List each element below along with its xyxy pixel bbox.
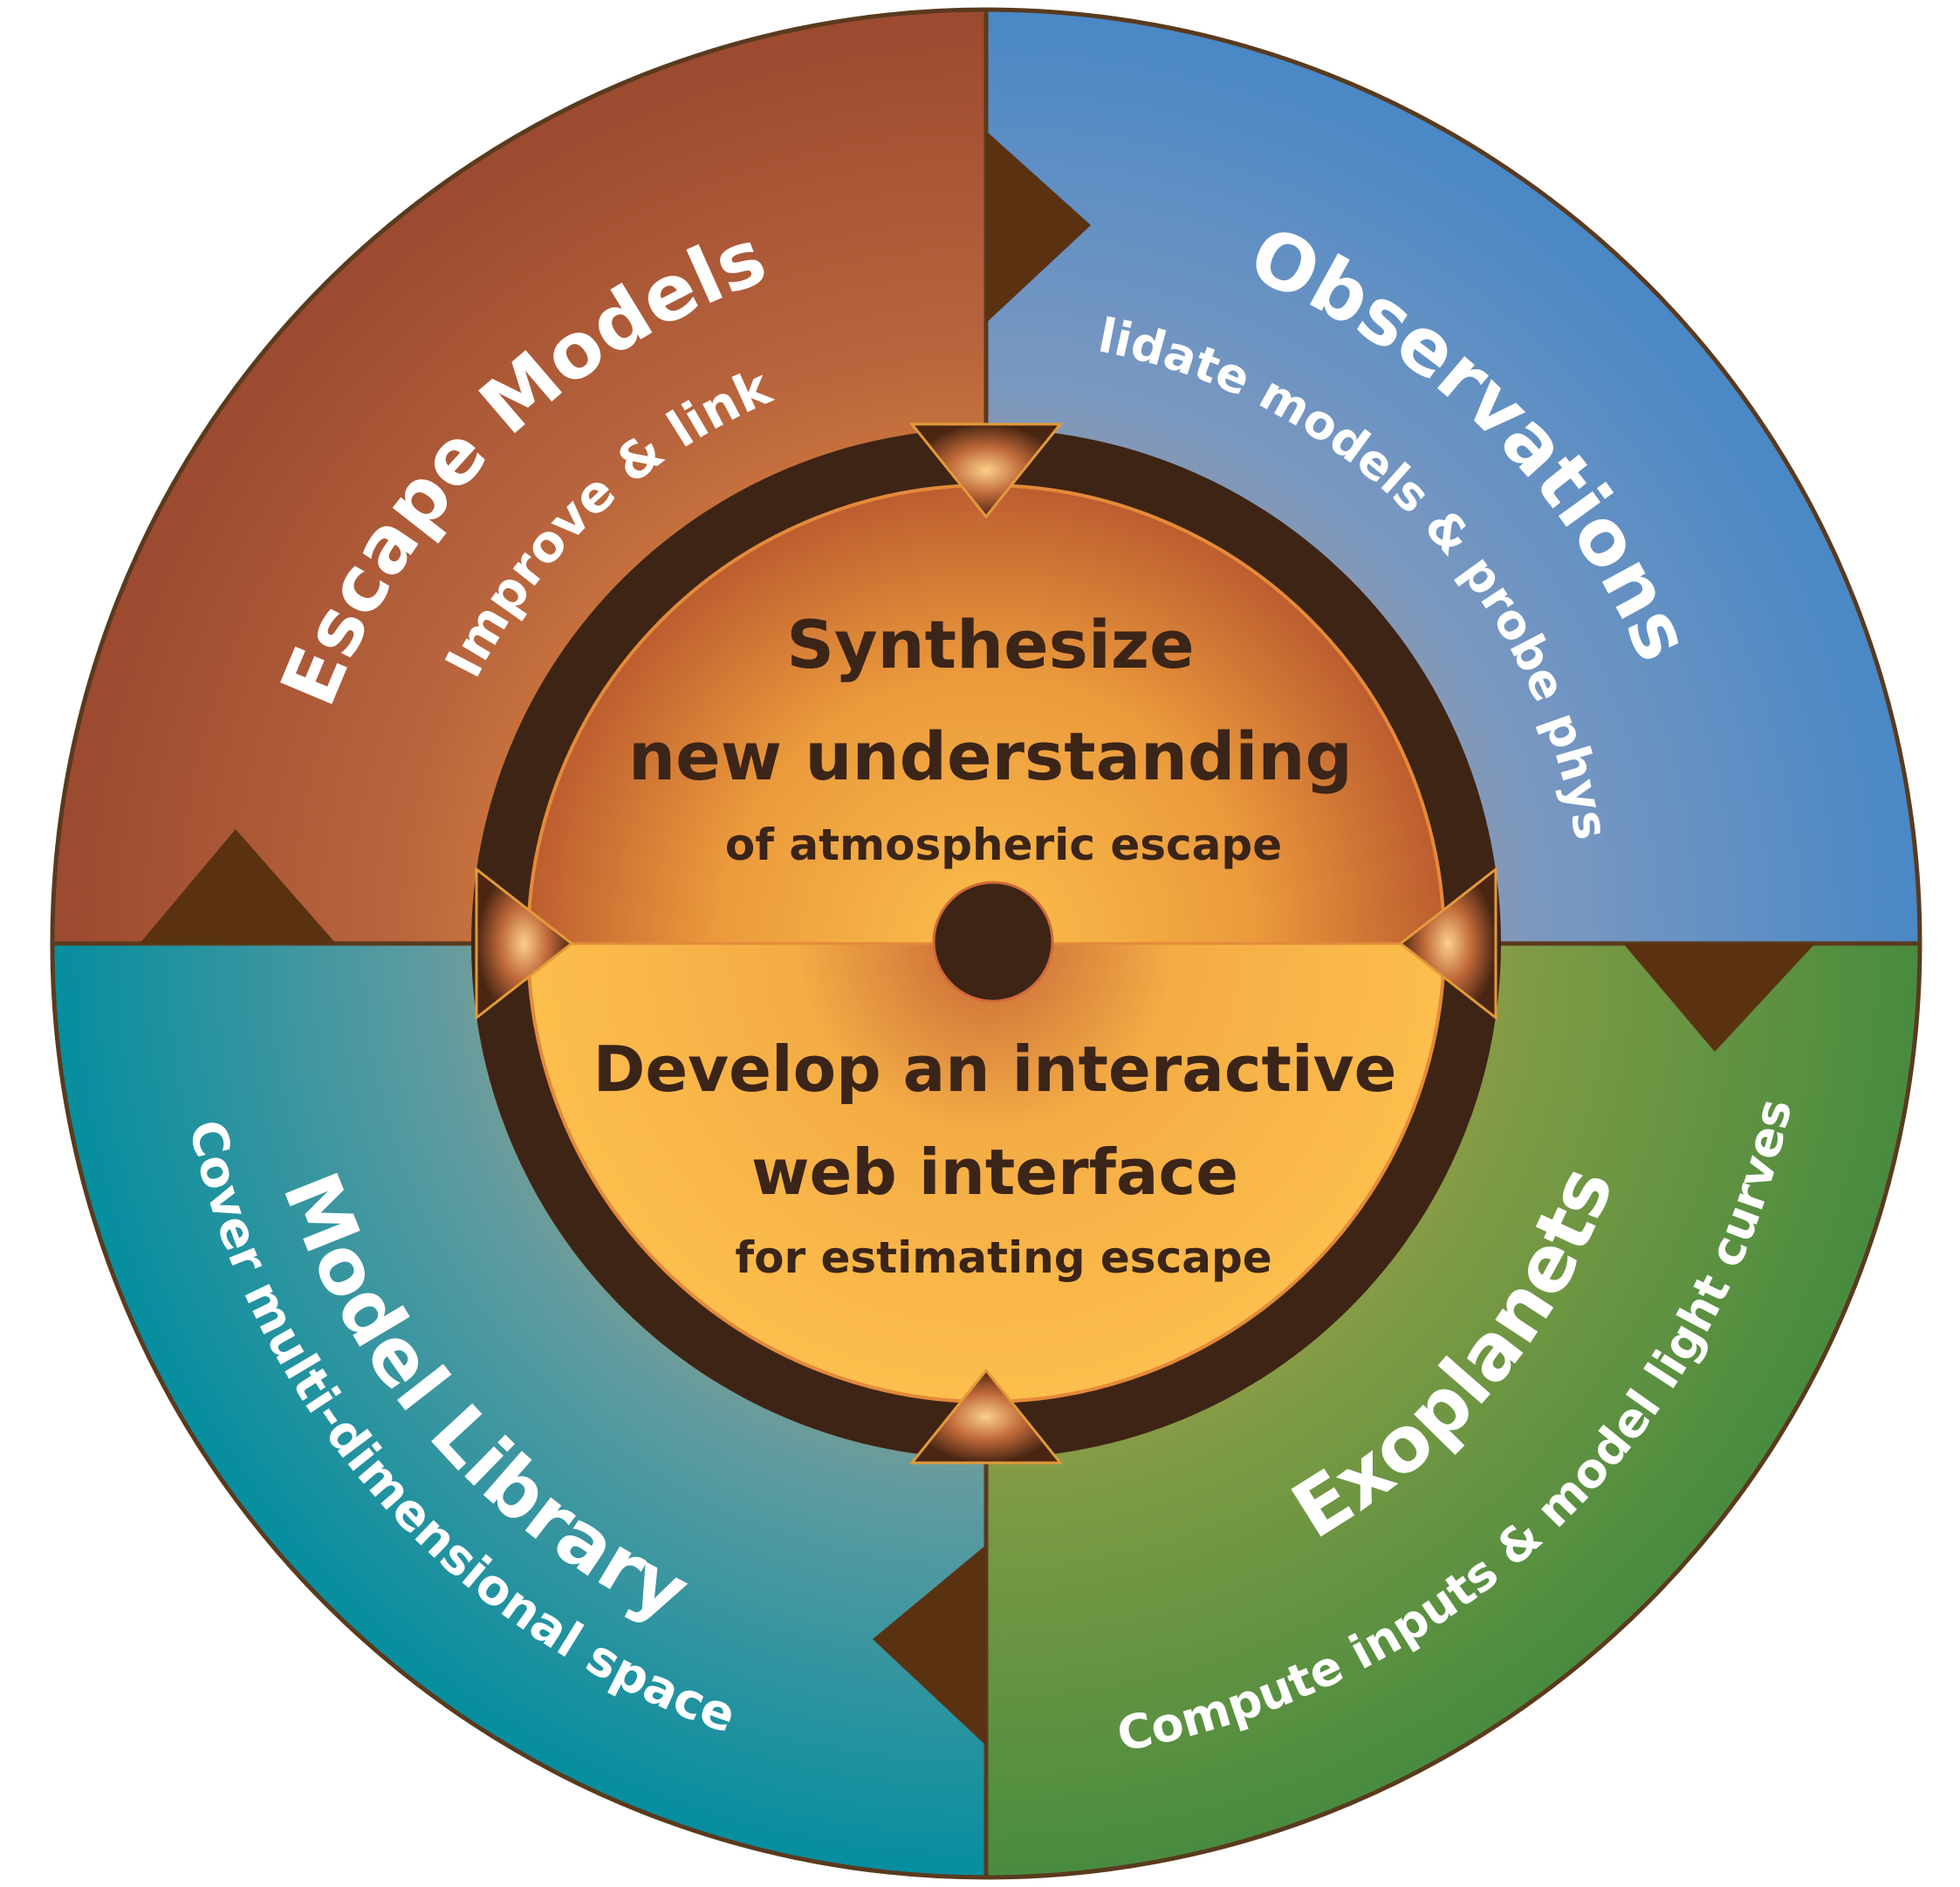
center-dot xyxy=(932,881,1054,1003)
arrow-right-top xyxy=(986,131,1091,323)
arrow-up-left xyxy=(140,829,336,944)
center-bottom-line2: web interface xyxy=(751,1136,1238,1209)
inner-arrow-left-icon xyxy=(475,866,574,1021)
center-top-line2: new understanding xyxy=(628,717,1353,795)
arrow-down-right xyxy=(1623,944,1815,1052)
inner-arrow-bottom-icon xyxy=(908,1368,1064,1465)
center-top-line3: of atmospheric escape xyxy=(725,820,1282,870)
center-bottom-line1: Develop an interactive xyxy=(593,1033,1397,1106)
inner-arrow-top-icon xyxy=(908,422,1064,519)
inner-arrow-right-icon xyxy=(1398,866,1497,1021)
arrow-left-bottom xyxy=(873,1545,986,1746)
core-top-half xyxy=(528,485,1444,944)
core-bottom-half xyxy=(528,944,1444,1402)
center-top-line1: Synthesize xyxy=(786,606,1194,683)
outer-circle xyxy=(50,7,1922,1880)
center-bottom-line3: for estimating escape xyxy=(735,1232,1271,1283)
